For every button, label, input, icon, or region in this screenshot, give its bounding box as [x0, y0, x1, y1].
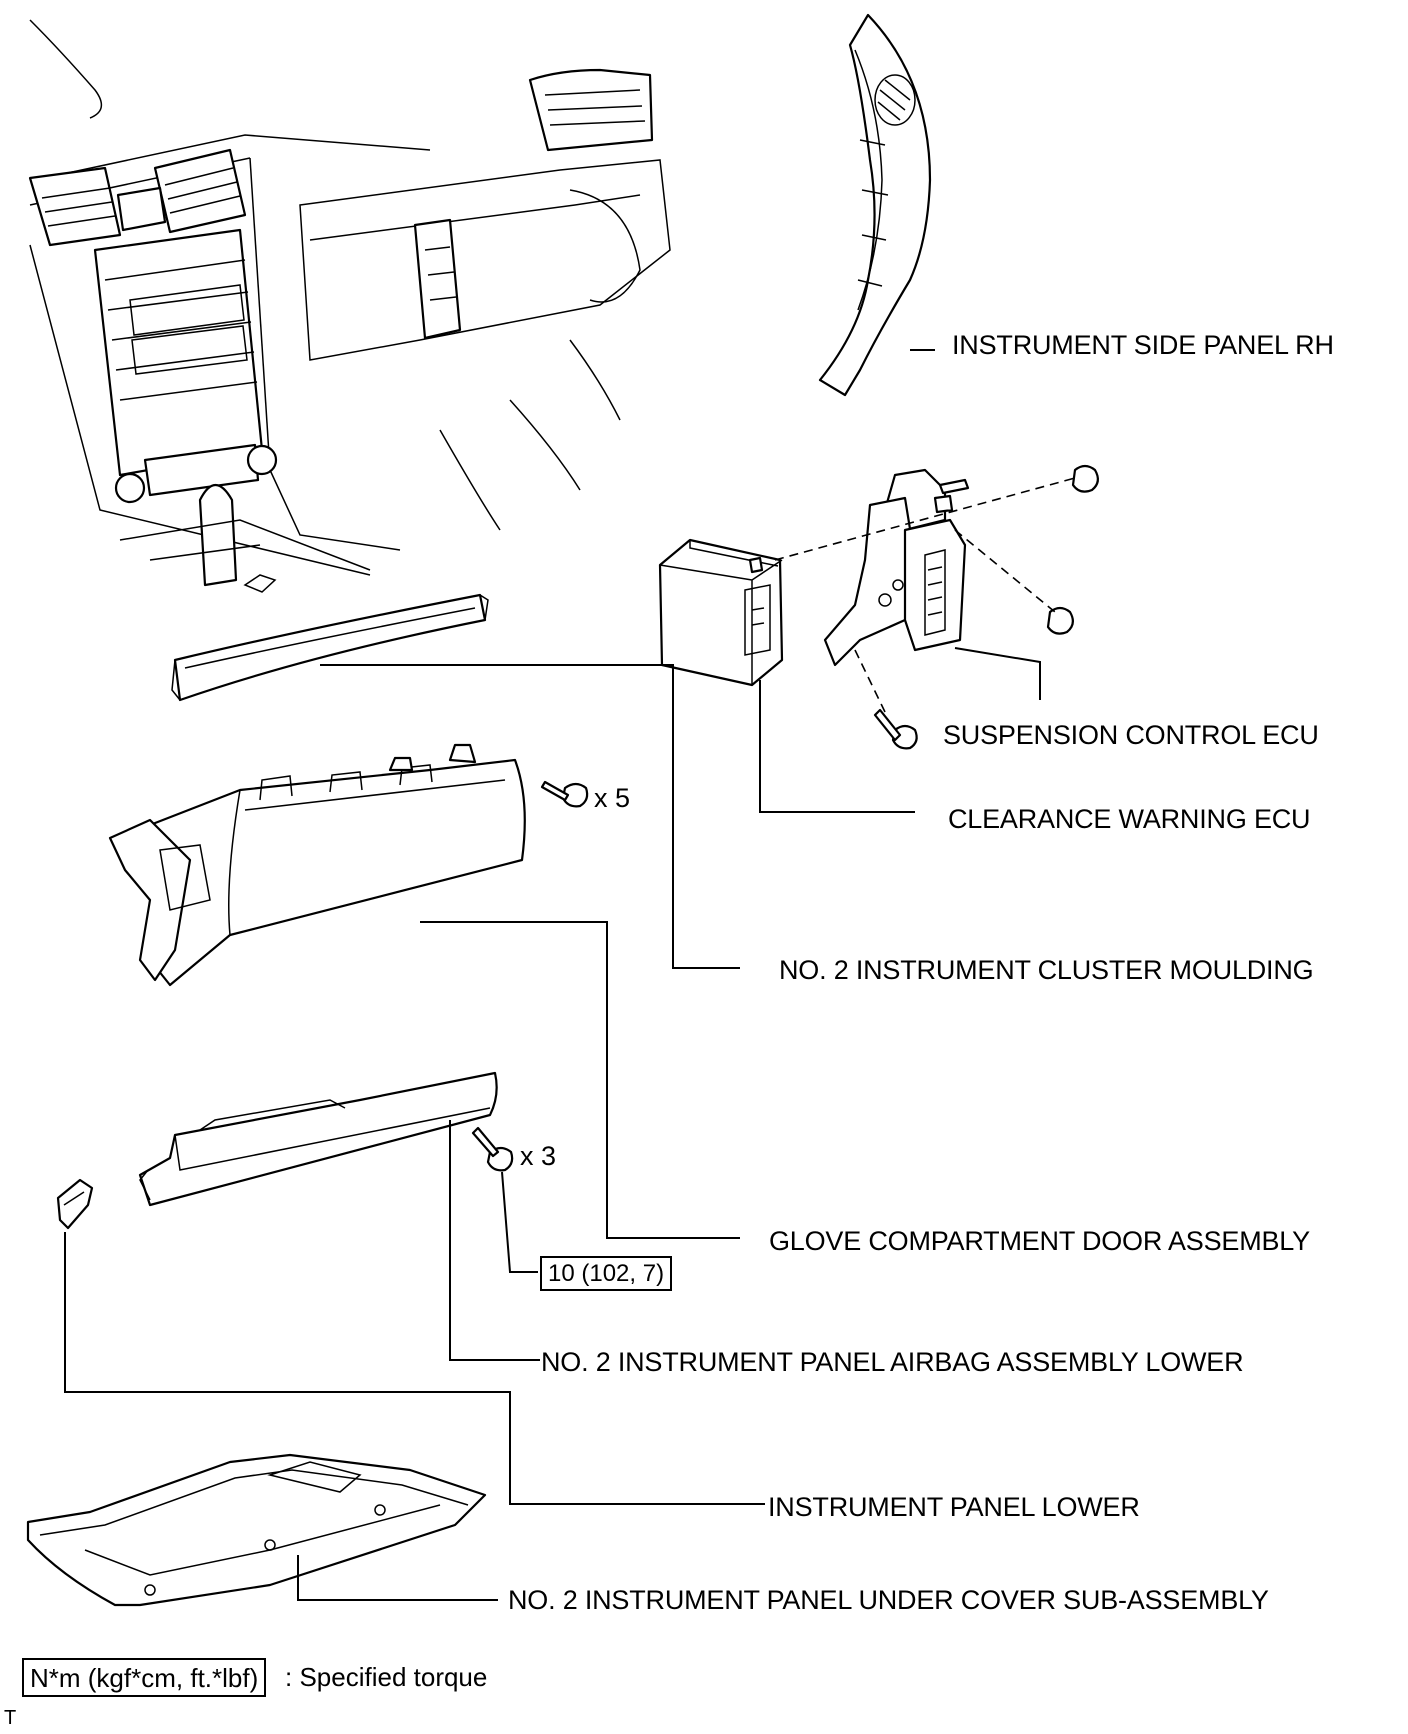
assembly-line-2	[954, 529, 1056, 613]
suspension-control-ecu-part	[823, 464, 1099, 750]
label-suspension-control-ecu: SUSPENSION CONTROL ECU	[943, 720, 1319, 750]
qty-airbag-bolts: x 3	[520, 1141, 557, 1171]
label-clearance-warning-ecu: CLEARANCE WARNING ECU	[948, 804, 1311, 834]
instrument-panel-lower-part	[56, 1178, 94, 1230]
leader-clearance-ecu	[759, 680, 915, 813]
leader-torque	[501, 1171, 538, 1273]
label-no2-instrument-panel-airbag-lower: NO. 2 INSTRUMENT PANEL AIRBAG ASSEMBLY L…	[541, 1347, 1244, 1377]
legend-unit-box: N*m (kgf*cm, ft.*lbf)	[22, 1658, 267, 1697]
legend-description: : Specified torque	[285, 1662, 488, 1692]
qty-glove-box-screws: x 5	[594, 783, 631, 813]
leader-airbag-lower	[449, 1120, 540, 1361]
leader-under-cover	[297, 1555, 498, 1601]
airbag-lower-part	[138, 1071, 514, 1207]
assembly-line-3	[854, 649, 886, 713]
leader-cluster-moulding	[320, 664, 740, 969]
assembly-line-1	[774, 477, 1076, 561]
instrument-side-panel-rh-part	[818, 13, 932, 397]
label-no2-instrument-panel-under-cover: NO. 2 INSTRUMENT PANEL UNDER COVER SUB-A…	[508, 1585, 1269, 1615]
label-instrument-panel-lower: INSTRUMENT PANEL LOWER	[768, 1492, 1140, 1522]
leader-glove-compartment	[420, 921, 740, 1239]
under-cover-part	[26, 1453, 487, 1607]
leader-suspension-ecu	[954, 647, 1041, 700]
label-glove-compartment-door-assembly: GLOVE COMPARTMENT DOOR ASSEMBLY	[769, 1226, 1310, 1256]
torque-spec-box: 10 (102, 7)	[540, 1256, 673, 1291]
clearance-warning-ecu-part	[658, 538, 784, 687]
cluster-moulding-part	[171, 593, 489, 702]
label-instrument-side-panel-rh: INSTRUMENT SIDE PANEL RH	[952, 330, 1334, 360]
label-no2-instrument-cluster-moulding: NO. 2 INSTRUMENT CLUSTER MOULDING	[779, 955, 1314, 985]
dashboard-illustration	[28, 19, 671, 593]
leader-panel-lower	[64, 1232, 765, 1505]
corner-mark: T	[4, 1707, 17, 1729]
glove-compartment-part	[108, 743, 589, 987]
